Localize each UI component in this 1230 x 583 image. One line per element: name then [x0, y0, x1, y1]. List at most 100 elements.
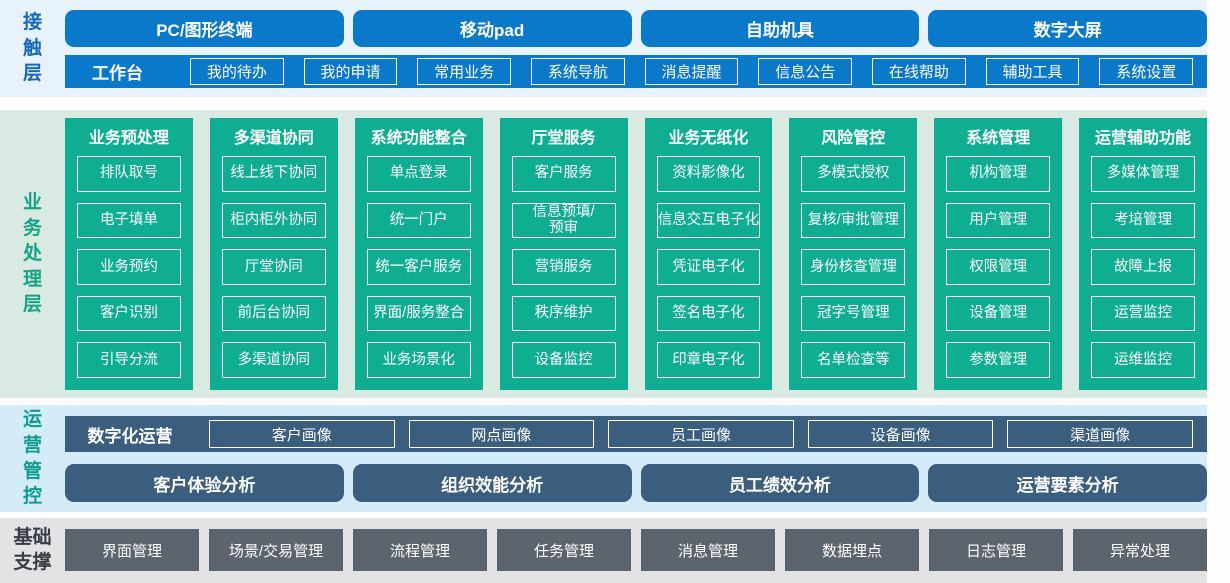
channels-row: PC/图形终端 移动pad 自助机具 数字大屏: [65, 10, 1207, 47]
module-item: 权限管理: [946, 249, 1051, 285]
workbench-item-system-settings: 系统设置: [1099, 58, 1194, 85]
analysis-block-customer-experience: 客户体验分析: [65, 464, 344, 502]
contact-layer-label: 接触层: [22, 12, 42, 85]
module-column-title: 系统功能整合: [370, 130, 467, 147]
foundation-row: 界面管理 场景/交易管理 流程管理 任务管理 消息管理 数据埋点 日志管理 异常…: [65, 529, 1207, 571]
module-column-system-integration: 系统功能整合 单点登录 统一门户 统一客户服务 界面/服务整合 业务场景化: [354, 118, 483, 390]
contact-layer: 接触层 PC/图形终端 移动pad 自助机具 数字大屏 工作台 我的待办 我的申…: [0, 0, 1207, 97]
module-item: 机构管理: [946, 156, 1051, 192]
foundation-item-log-management: 日志管理: [929, 529, 1063, 571]
foundation-item-task-management: 任务管理: [497, 529, 631, 571]
module-column-ops-auxiliary: 运营辅助功能 多媒体管理 考培管理 故障上报 运营监控 运维监控: [1079, 118, 1207, 390]
foundation-item-data-tracking: 数据埋点: [785, 529, 919, 571]
module-item: 复核/审批管理: [801, 202, 906, 239]
module-item: 多媒体管理: [1091, 156, 1195, 192]
module-item: 排队取号: [77, 156, 181, 192]
module-item: 厅堂协同: [221, 249, 326, 285]
foundation-item-scene-transaction: 场景/交易管理: [209, 529, 343, 571]
contact-layer-content: PC/图形终端 移动pad 自助机具 数字大屏 工作台 我的待办 我的申请 常用…: [65, 0, 1207, 97]
business-layer-content: 业务预处理 排队取号 电子填单 业务预约 客户识别 引导分流 多渠道协同 线上线…: [65, 110, 1207, 398]
module-columns: 业务预处理 排队取号 电子填单 业务预约 客户识别 引导分流 多渠道协同 线上线…: [65, 118, 1207, 390]
business-layer-label: 业务处理层: [22, 191, 42, 316]
workbench-item-my-todo: 我的待办: [190, 58, 284, 85]
module-column-title: 风险管控: [821, 130, 886, 147]
workbench-item-online-help: 在线帮助: [872, 58, 966, 85]
module-item: 多模式授权: [801, 156, 906, 192]
module-column-title: 系统管理: [966, 130, 1031, 147]
module-column-items: 线上线下协同 柜内柜外协同 厅堂协同 前后台协同 多渠道协同: [221, 156, 326, 378]
foundation-layer: 基础支撑 界面管理 场景/交易管理 流程管理 任务管理 消息管理 数据埋点 日志…: [0, 518, 1207, 583]
module-item: 统一门户: [366, 202, 471, 239]
module-item: 引导分流: [77, 342, 181, 378]
operations-layer-label: 运营管控: [22, 409, 42, 508]
workbench-item-my-applications: 我的申请: [303, 58, 398, 85]
channel-block-digital-screen: 数字大屏: [928, 10, 1207, 47]
module-item: 名单检查等: [801, 342, 906, 378]
foundation-item-exception-handling: 异常处理: [1073, 529, 1207, 571]
module-item: 设备监控: [511, 342, 616, 378]
module-item: 电子填单: [77, 202, 181, 239]
module-item: 秩序维护: [511, 295, 616, 332]
portrait-item-customer: 客户画像: [209, 420, 395, 448]
module-column-title: 业务预处理: [88, 130, 169, 147]
module-column-title: 运营辅助功能: [1095, 130, 1192, 147]
operations-layer: 运营管控 数字化运营 客户画像 网点画像 员工画像 设备画像 渠道画像 客户体验…: [0, 405, 1207, 512]
module-item: 运营监控: [1091, 295, 1195, 332]
module-column-hall-service: 厅堂服务 客户服务 信息预填/ 预审 营销服务 秩序维护 设备监控: [499, 118, 628, 390]
foundation-layer-content: 界面管理 场景/交易管理 流程管理 任务管理 消息管理 数据埋点 日志管理 异常…: [65, 518, 1207, 583]
workbench-label: 工作台: [92, 64, 143, 83]
module-item: 身份核查管理: [801, 249, 906, 285]
channel-block-self-service: 自助机具: [640, 10, 920, 47]
foundation-item-ui-management: 界面管理: [65, 529, 199, 571]
module-column-multichannel: 多渠道协同 线上线下协同 柜内柜外协同 厅堂协同 前后台协同 多渠道协同: [209, 118, 338, 390]
module-item: 单点登录: [366, 156, 471, 192]
module-item: 运维监控: [1091, 342, 1195, 378]
module-column-items: 机构管理 用户管理 权限管理 设备管理 参数管理: [946, 156, 1051, 378]
channel-block-pc-terminal: PC/图形终端: [65, 10, 344, 47]
module-item: 考培管理: [1091, 202, 1195, 239]
workbench-item-system-nav: 系统导航: [531, 58, 625, 85]
foundation-layer-label: 基础支撑: [13, 526, 52, 573]
workbench-item-common-business: 常用业务: [417, 58, 512, 85]
workbench-item-info-bulletin: 信息公告: [758, 58, 853, 85]
module-column-title: 多渠道协同: [233, 130, 314, 147]
module-column-system-management: 系统管理 机构管理 用户管理 权限管理 设备管理 参数管理: [934, 118, 1063, 390]
analysis-block-ops-elements: 运营要素分析: [928, 464, 1207, 502]
module-column-items: 资料影像化 信息交互电子化 凭证电子化 签名电子化 印章电子化: [656, 156, 761, 378]
analysis-block-employee-performance: 员工绩效分析: [640, 464, 920, 502]
module-column-items: 多模式授权 复核/审批管理 身份核查管理 冠字号管理 名单检查等: [801, 156, 906, 378]
module-item: 客户服务: [511, 156, 616, 192]
module-item: 业务场景化: [366, 342, 471, 378]
analysis-row: 客户体验分析 组织效能分析 员工绩效分析 运营要素分析: [65, 464, 1207, 502]
module-item: 资料影像化: [656, 156, 761, 192]
module-column-title: 业务无纸化: [668, 130, 749, 147]
module-item: 客户识别: [77, 295, 181, 332]
portrait-item-device: 设备画像: [807, 420, 994, 448]
module-item: 参数管理: [946, 342, 1051, 378]
workbench-item-aux-tools: 辅助工具: [985, 58, 1080, 85]
module-item: 凭证电子化: [656, 249, 761, 285]
module-item: 印章电子化: [656, 342, 761, 378]
module-item: 业务预约: [77, 249, 181, 285]
module-column-items: 多媒体管理 考培管理 故障上报 运营监控 运维监控: [1091, 156, 1195, 378]
workbench-item-message-reminder: 消息提醒: [644, 58, 739, 85]
module-item: 前后台协同: [221, 295, 326, 332]
portrait-item-branch: 网点画像: [408, 420, 595, 448]
module-item: 故障上报: [1091, 249, 1195, 285]
module-item: 界面/服务整合: [366, 295, 471, 332]
operations-layer-content: 数字化运营 客户画像 网点画像 员工画像 设备画像 渠道画像 客户体验分析 组织…: [65, 405, 1207, 512]
module-item: 信息交互电子化: [656, 202, 761, 239]
module-column-items: 排队取号 电子填单 业务预约 客户识别 引导分流: [77, 156, 181, 378]
module-item: 信息预填/ 预审: [511, 202, 616, 239]
portrait-item-employee: 员工画像: [608, 420, 794, 448]
module-item: 柜内柜外协同: [221, 202, 326, 239]
module-item: 签名电子化: [656, 295, 761, 332]
module-column-items: 客户服务 信息预填/ 预审 营销服务 秩序维护 设备监控: [511, 156, 616, 378]
digital-operations-label: 数字化运营: [87, 426, 173, 446]
digital-operations-bar: 数字化运营 客户画像 网点画像 员工画像 设备画像 渠道画像: [65, 416, 1207, 452]
module-column-items: 单点登录 统一门户 统一客户服务 界面/服务整合 业务场景化: [366, 156, 471, 378]
module-item: 冠字号管理: [801, 295, 906, 332]
foundation-item-process-management: 流程管理: [353, 529, 487, 571]
workbench-bar: 工作台 我的待办 我的申请 常用业务 系统导航 消息提醒 信息公告 在线帮助 辅…: [65, 55, 1207, 88]
